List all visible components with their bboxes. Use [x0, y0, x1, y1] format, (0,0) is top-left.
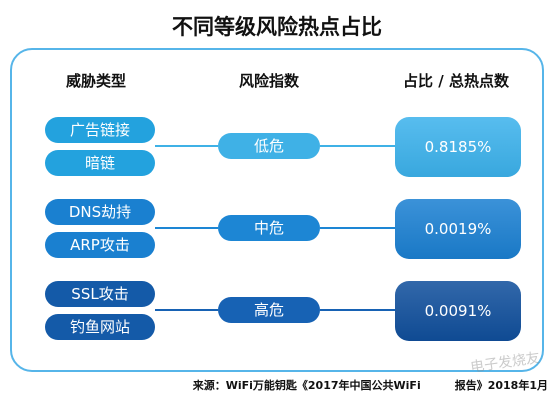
threat-pill: DNS劫持	[45, 199, 155, 225]
content-frame	[10, 48, 544, 372]
header-ratio: 占比 / 总热点数	[403, 72, 509, 90]
source-prefix: 来源：WiFi万能钥匙《2017年中国公共WiFi	[192, 379, 421, 392]
threat-pill: 钓鱼网站	[45, 314, 155, 340]
risk-row-medium: DNS劫持 ARP攻击 中危 0.0019%	[0, 199, 554, 261]
ratio-box: 0.0019%	[395, 199, 521, 259]
risk-row-high: SSL攻击 钓鱼网站 高危 0.0091%	[0, 281, 554, 343]
connector-line	[155, 145, 218, 147]
risk-row-low: 广告链接 暗链 低危 0.8185%	[0, 117, 554, 179]
threat-pill: 广告链接	[45, 117, 155, 143]
page-title: 不同等级风险热点占比	[172, 15, 382, 39]
connector-line	[320, 227, 395, 229]
source-suffix: 报告》2018年1月	[454, 379, 548, 392]
source-note: 来源：WiFi万能钥匙《2017年中国公共WiFi 报告》2018年1月	[193, 378, 548, 394]
threat-pill: 暗链	[45, 150, 155, 176]
connector-line	[155, 309, 218, 311]
connector-line	[320, 309, 395, 311]
connector-line	[320, 145, 395, 147]
risk-level-pill: 高危	[218, 297, 320, 323]
header-threat-type: 威胁类型	[65, 72, 126, 90]
threat-pill: SSL攻击	[45, 281, 155, 307]
connector-line	[155, 227, 218, 229]
ratio-box: 0.8185%	[395, 117, 521, 177]
risk-level-pill: 中危	[218, 215, 320, 241]
ratio-box: 0.0091%	[395, 281, 521, 341]
risk-level-pill: 低危	[218, 133, 320, 159]
threat-pill: ARP攻击	[45, 232, 155, 258]
header-risk-index: 风险指数	[238, 72, 299, 90]
